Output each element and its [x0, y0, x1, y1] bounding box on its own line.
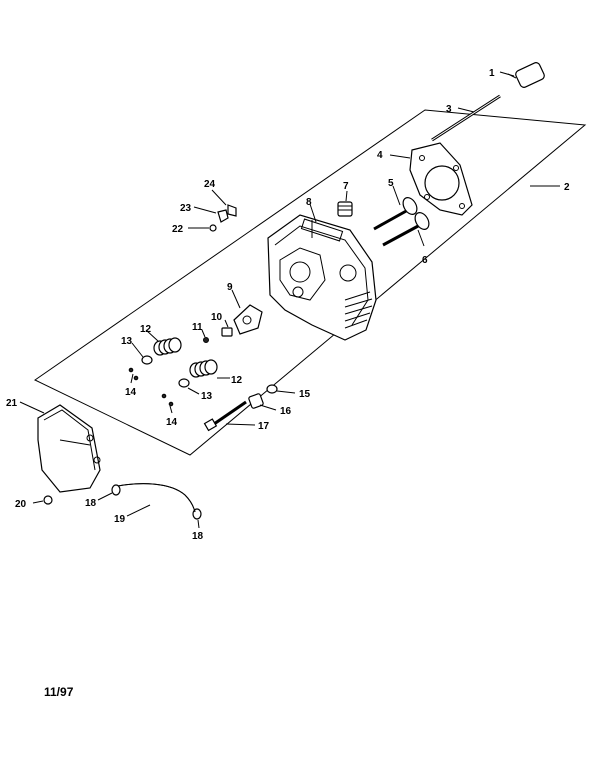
part-11-pin — [203, 337, 209, 343]
part-13-retainer-upper — [141, 355, 153, 365]
part-18-clamp-upper — [111, 484, 121, 496]
part-22-nut — [209, 224, 217, 232]
label-part-9: 9 — [227, 282, 233, 293]
leader-lines — [19, 71, 560, 529]
part-16-spacer — [248, 393, 264, 409]
label-part-17: 17 — [258, 421, 270, 432]
label-part-2: 2 — [564, 182, 570, 193]
label-part-21: 21 — [6, 398, 18, 409]
part-4-head-gasket — [409, 142, 473, 216]
label-part-15: 15 — [299, 389, 311, 400]
part-21-valve-cover — [37, 404, 101, 493]
label-part-18-lower: 18 — [192, 531, 204, 542]
label-part-14-lower: 14 — [166, 417, 178, 428]
label-part-7: 7 — [343, 181, 349, 192]
part-15-washer — [266, 384, 278, 394]
label-part-14-upper: 14 — [125, 387, 137, 398]
label-part-20: 20 — [15, 499, 27, 510]
part-13-retainer-lower — [178, 378, 190, 388]
label-part-16: 16 — [280, 406, 292, 417]
label-part-13-upper: 13 — [121, 336, 133, 347]
label-part-12-lower: 12 — [231, 375, 243, 386]
label-part-24: 24 — [204, 179, 216, 190]
label-part-23: 23 — [180, 203, 192, 214]
part-10-pivot — [221, 327, 233, 337]
part-14-keepers-lower — [161, 393, 174, 407]
label-part-6: 6 — [422, 255, 428, 266]
part-9-rocker-arm — [233, 304, 263, 335]
part-24-clip — [227, 204, 237, 217]
label-part-22: 22 — [172, 224, 184, 235]
revision-date: 11/97 — [44, 685, 74, 699]
part-7-valve-seal — [337, 201, 353, 217]
label-part-18-upper: 18 — [85, 498, 97, 509]
part-23-bracket — [217, 209, 229, 223]
label-part-8: 8 — [306, 197, 312, 208]
label-part-11: 11 — [192, 322, 203, 333]
kit-outline — [34, 109, 587, 456]
label-part-12-upper: 12 — [140, 324, 152, 335]
part-19-hose — [117, 483, 196, 513]
part-8-cylinder-head — [267, 214, 377, 341]
part-14-keepers-upper — [128, 367, 139, 381]
part-12-spring-lower — [189, 359, 218, 378]
part-6-valve — [382, 212, 430, 247]
part-20-nut — [43, 495, 53, 505]
label-part-1: 1 — [489, 68, 495, 79]
part-17-bolt — [203, 400, 247, 432]
part-12-spring-upper — [153, 337, 182, 356]
label-part-3: 3 — [446, 104, 452, 115]
part-5-valve — [373, 197, 418, 231]
label-part-5: 5 — [388, 178, 394, 189]
label-part-4: 4 — [377, 150, 383, 161]
label-part-13-lower: 13 — [201, 391, 213, 402]
part-1-sleeve — [507, 62, 545, 88]
part-3-push-rod — [431, 94, 501, 142]
label-part-10: 10 — [211, 312, 223, 323]
label-part-19: 19 — [114, 514, 126, 525]
